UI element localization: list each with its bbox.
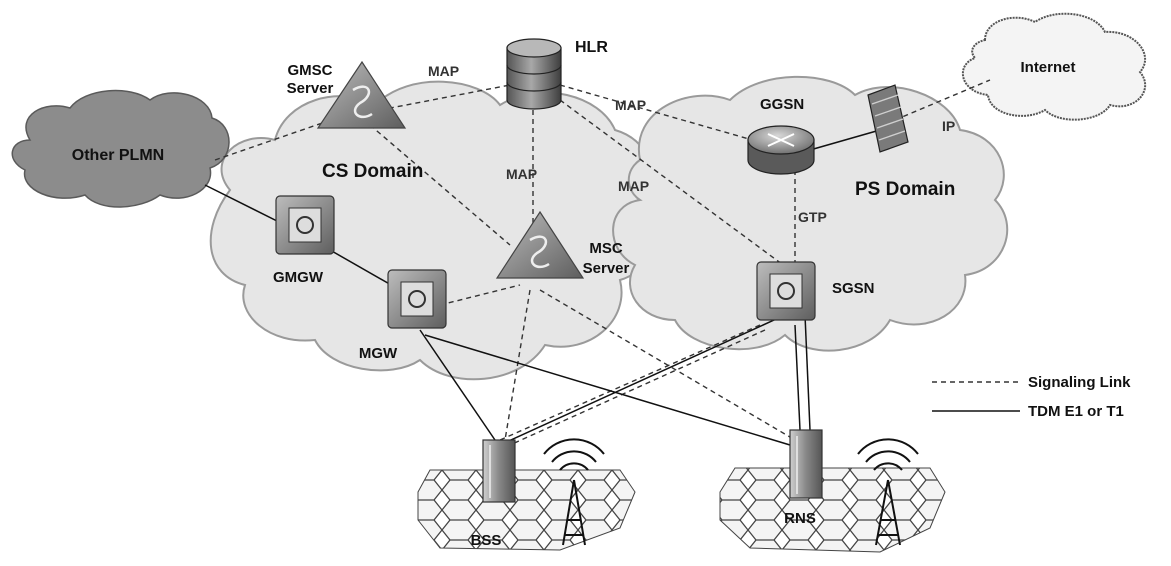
mgw-label: MGW xyxy=(359,345,398,362)
map-label-hlr-ggsn: MAP xyxy=(615,97,646,113)
firewall-icon xyxy=(867,84,909,153)
msc-label-line1: MSC xyxy=(589,240,623,257)
mgw-gateway-icon xyxy=(387,269,447,329)
other-plmn-cloud: Other PLMN xyxy=(11,89,230,208)
gmgw-gateway-icon xyxy=(275,195,335,255)
internet-label: Internet xyxy=(1020,59,1075,76)
sgsn-label: SGSN xyxy=(832,280,875,297)
other-plmn-label: Other PLMN xyxy=(72,147,164,164)
hlr-database-icon xyxy=(506,38,562,110)
legend: Signaling Link TDM E1 or T1 xyxy=(932,374,1131,420)
ggsn-router-icon xyxy=(747,125,815,175)
hlr-label: HLR xyxy=(575,39,608,56)
gmgw-label: GMGW xyxy=(273,269,324,286)
gtp-label: GTP xyxy=(798,209,827,225)
msc-server-icon xyxy=(495,210,585,279)
gmsc-label-line1: GMSC xyxy=(288,62,333,79)
rns-label: RNS xyxy=(784,510,816,527)
map-label-hlr-sgsn: MAP xyxy=(618,178,649,194)
internet-cloud: Internet xyxy=(961,12,1147,121)
sgsn-gateway-icon xyxy=(756,261,816,321)
bss-label: BSS xyxy=(471,532,502,549)
rns-antenna-icon xyxy=(857,438,919,546)
map-label-hlr-msc: MAP xyxy=(506,166,537,182)
bss-antenna-icon xyxy=(543,438,605,546)
map-label-gmsc-hlr: MAP xyxy=(428,63,459,79)
cs-domain-label: CS Domain xyxy=(322,161,423,182)
ip-label: IP xyxy=(942,118,955,134)
legend-signaling-label: Signaling Link xyxy=(1028,374,1131,391)
bss-base-station-icon xyxy=(482,439,516,503)
signaling-links xyxy=(214,79,991,446)
bss-cell-cluster xyxy=(417,469,636,551)
ps-domain-label: PS Domain xyxy=(855,179,955,200)
ggsn-label: GGSN xyxy=(760,96,804,113)
legend-tdm-label: TDM E1 or T1 xyxy=(1028,403,1124,420)
gmsc-label-line2: Server xyxy=(287,80,334,97)
ps-domain-cloud xyxy=(612,75,1009,352)
gmsc-server-icon xyxy=(316,60,407,129)
msc-label-line2: Server xyxy=(583,260,630,277)
rns-cell-cluster xyxy=(719,467,946,553)
rns-base-station-icon xyxy=(789,429,823,499)
